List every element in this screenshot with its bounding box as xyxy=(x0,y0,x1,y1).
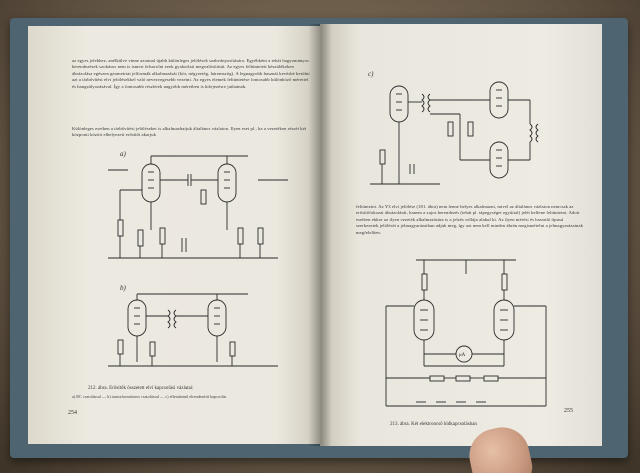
bridge-circuit-diagram: μA xyxy=(385,259,547,407)
left-paragraph-2: Különleges esetben a tárbővítési jelölés… xyxy=(72,126,307,138)
left-paragraph-1: az egyes jelekhez, anélkülve vinne azonn… xyxy=(72,58,310,89)
left-figure-subcaption: a) RC csatolással — b) transzformátoros … xyxy=(72,394,227,399)
right-page-number: 255 xyxy=(564,408,573,414)
right-figure-caption: 213. ábra. Két elektroncső hídkapcsolásb… xyxy=(390,422,477,427)
figure-label-c: c) xyxy=(368,70,374,78)
left-page: az egyes jelekhez, anélkülve vinne azonn… xyxy=(28,26,320,444)
circuit-diagram-a xyxy=(108,155,288,259)
right-paragraph-1: feltüntetni. Az Y3 elvi jelölése (181. á… xyxy=(356,204,583,235)
figure-label-b: b) xyxy=(120,284,126,292)
left-page-number: 254 xyxy=(68,410,77,416)
figure-label-a: a) xyxy=(120,150,126,158)
circuit-diagram-c xyxy=(370,81,539,185)
microammeter-label: μA xyxy=(459,353,466,358)
right-page: c) xyxy=(320,24,602,446)
left-figure-caption: 212. ábra. Erősítők összetett elvi kapcs… xyxy=(88,386,194,391)
book-spine-shadow xyxy=(308,24,332,446)
circuit-diagram-b xyxy=(108,293,278,367)
